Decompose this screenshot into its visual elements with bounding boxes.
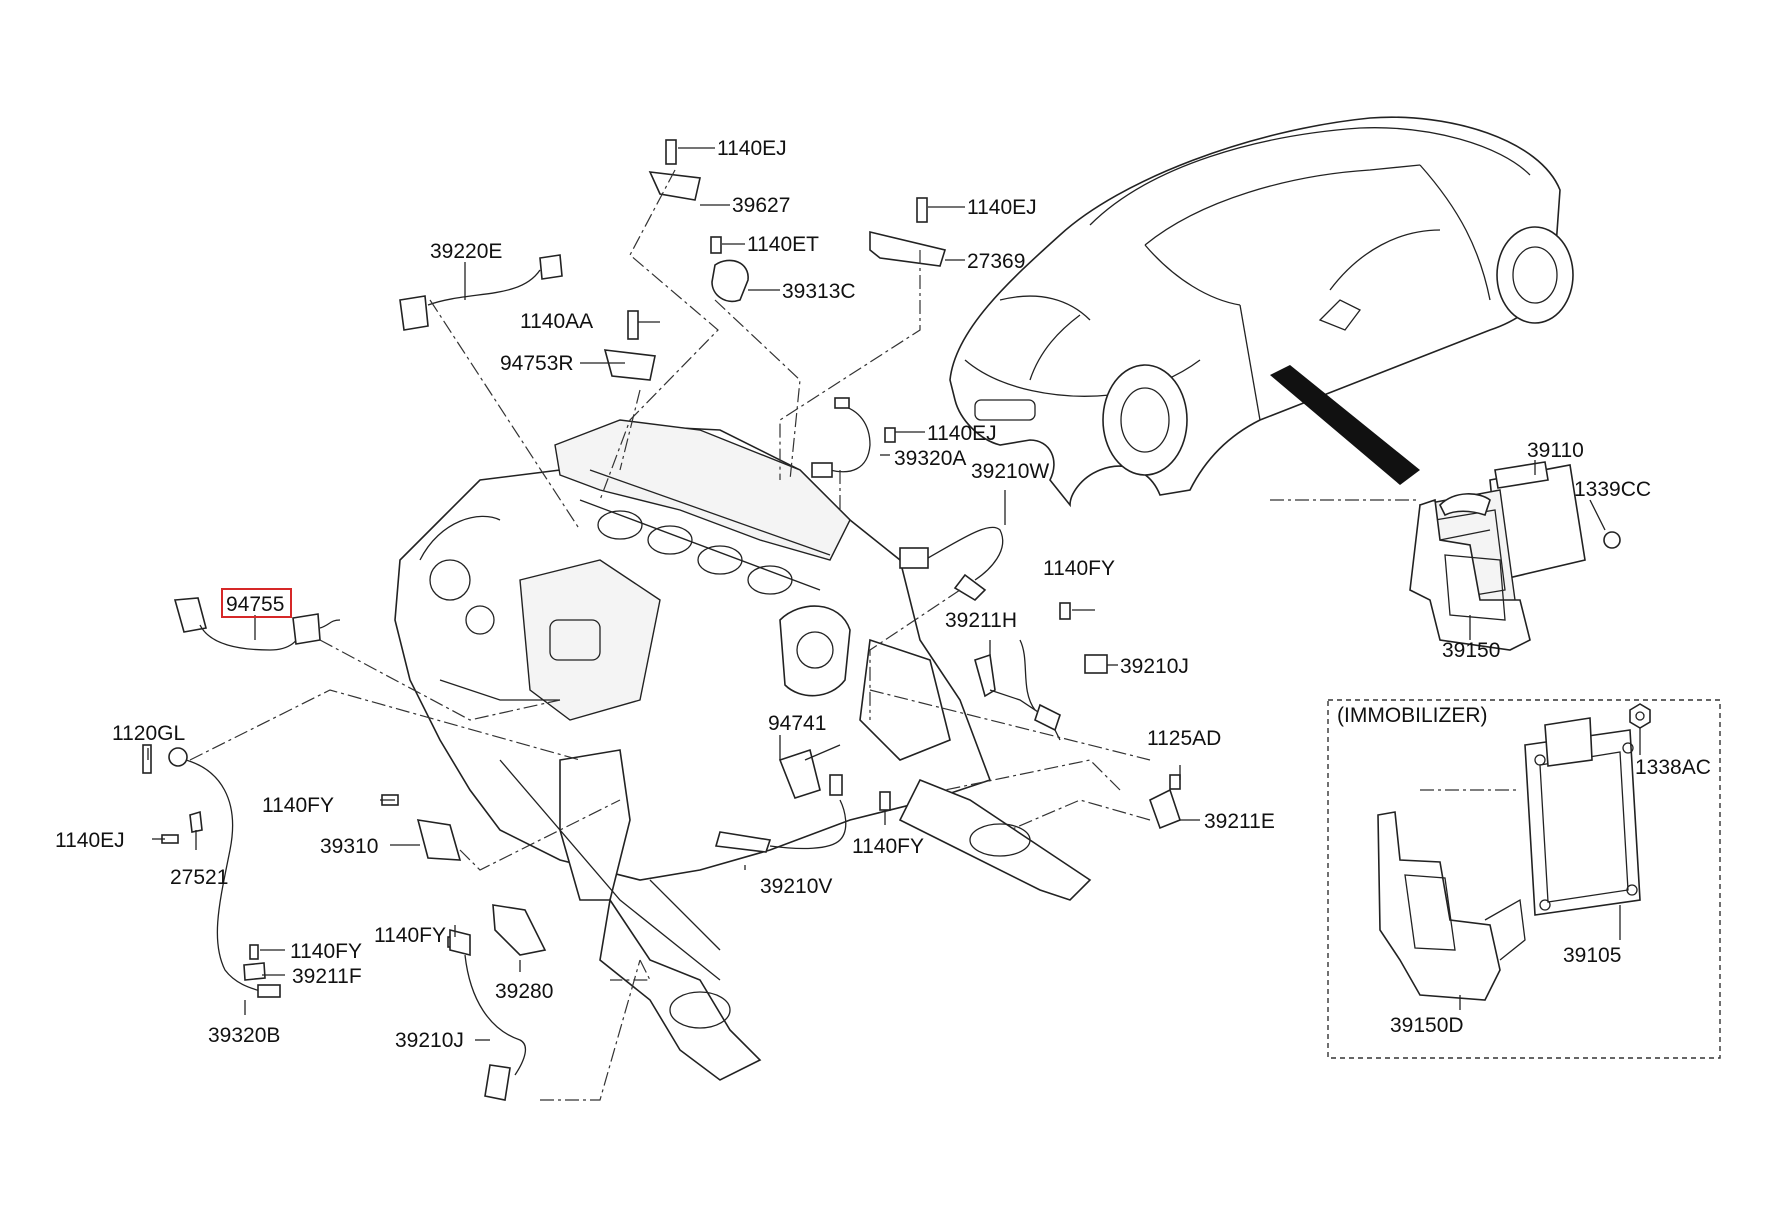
ecu-bracket-39150	[1409, 498, 1531, 651]
ecu-module-top	[1419, 461, 1621, 616]
label-1140EJ-c: 1140EJ	[927, 422, 997, 445]
label-39280: 39280	[495, 980, 553, 1003]
label-1140ET: 1140ET	[747, 233, 819, 256]
label-39210J-a: 39210J	[1120, 655, 1189, 678]
label-39105: 39105	[1563, 944, 1621, 967]
label-1338AC: 1338AC	[1635, 756, 1711, 779]
label-39210W: 39210W	[971, 460, 1049, 483]
label-39211F: 39211F	[292, 965, 362, 988]
label-1120GL: 1120GL	[112, 722, 185, 745]
highlight-box-94755	[221, 588, 292, 618]
label-39320B: 39320B	[208, 1024, 280, 1047]
label-1140FY-b: 1140FY	[262, 794, 334, 817]
label-1140FY-d: 1140FY	[374, 924, 446, 947]
label-39313C: 39313C	[782, 280, 856, 303]
label-94753R: 94753R	[500, 352, 574, 375]
label-1140FY-c: 1140FY	[852, 835, 924, 858]
leader-lines	[147, 147, 1641, 1101]
immobilizer-parts	[1377, 703, 1651, 1001]
label-39211E: 39211E	[1204, 810, 1275, 833]
label-39150: 39150	[1442, 639, 1500, 662]
label-27369: 27369	[967, 250, 1025, 273]
label-39210V: 39210V	[760, 875, 832, 898]
label-1140EJ-d: 1140EJ	[55, 829, 125, 852]
label-39211H: 39211H	[945, 609, 1017, 632]
label-1140EJ-a: 1140EJ	[717, 137, 787, 160]
label-39110: 39110	[1527, 439, 1584, 462]
label-1125AD: 1125AD	[1147, 727, 1221, 750]
label-1140AA: 1140AA	[520, 310, 593, 333]
immobilizer-frame	[1327, 699, 1721, 1059]
label-39220E: 39220E	[430, 240, 502, 263]
label-1339CC: 1339CC	[1574, 478, 1651, 501]
part-labels: 1140EJ 39627 1140EJ 27369 1140ET 39313C …	[55, 137, 1711, 1052]
label-1140EJ-b: 1140EJ	[967, 196, 1037, 219]
label-1140FY-a: 1140FY	[1043, 557, 1115, 580]
label-39627: 39627	[732, 194, 790, 217]
label-39210J-b: 39210J	[395, 1029, 464, 1052]
label-39150D: 39150D	[1390, 1014, 1464, 1037]
car-illustration	[949, 116, 1574, 508]
label-27521: 27521	[170, 866, 228, 889]
small-parts	[142, 139, 1181, 1101]
label-94741: 94741	[768, 712, 826, 735]
engine-assembly	[394, 419, 1092, 1081]
label-1140FY-e: 1140FY	[290, 940, 362, 963]
label-39310: 39310	[320, 835, 378, 858]
label-39320A: 39320A	[894, 447, 966, 470]
immobilizer-title: (IMMOBILIZER)	[1337, 704, 1488, 727]
label-94755: 94755	[226, 593, 284, 616]
